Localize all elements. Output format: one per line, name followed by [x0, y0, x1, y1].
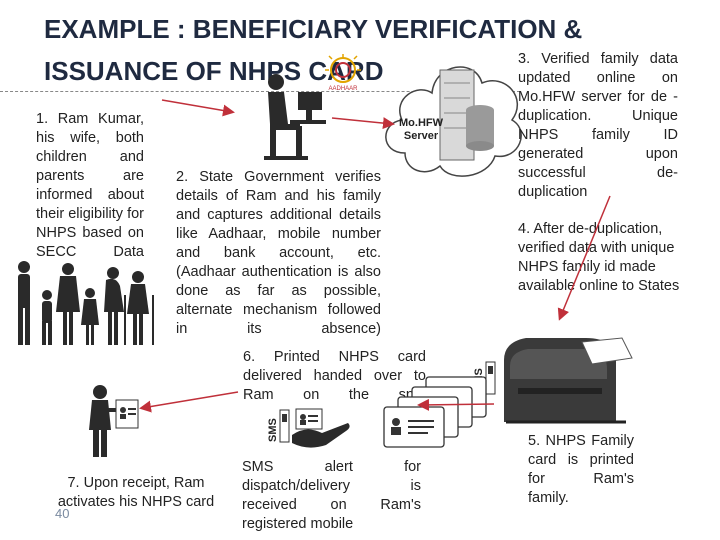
card-printer-icon — [504, 337, 633, 424]
aadhaar-label: AADHAAR — [328, 86, 358, 92]
arrow-cards-to-person — [139, 391, 239, 413]
hand-holding-card-icon — [292, 408, 350, 448]
sms-alert-text: SMS alert for dispatch/delivery is recei… — [242, 459, 421, 532]
step4-text: 4. After de-duplication, verified data w… — [518, 221, 680, 294]
step3-text: 3. Verified family data updated online o… — [518, 51, 678, 200]
arrow-printer-to-cards — [417, 398, 495, 411]
person-with-card-icon — [89, 385, 139, 457]
cloud-server-icon — [385, 66, 522, 177]
title-divider — [0, 91, 520, 92]
sms-phone-icon-middle: SMS — [267, 409, 290, 443]
step5-text: 5. NHPS Family card is printed for Ram's… — [528, 433, 634, 506]
step1-text: 1. Ram Kumar, his wife, both children an… — [36, 111, 144, 260]
page-number: 40 — [55, 506, 70, 521]
arrow-server-to-states — [557, 195, 611, 321]
nhps-cards-stack-icon — [383, 376, 487, 448]
arrow-family-to-state — [161, 99, 235, 117]
sms-label-middle: SMS — [267, 418, 279, 442]
server-label: Mo.HFW Server — [399, 117, 443, 142]
slide-title-line1: EXAMPLE : BENEFICIARY VERIFICATION & — [44, 14, 583, 44]
slide-title-line2: ISSUANCE OF NHPS CARD — [44, 56, 384, 86]
step7-text: 7. Upon receipt, Ram activates his NHPS … — [57, 475, 215, 510]
step2-text: 2. State Government verifies details of … — [176, 169, 381, 337]
step6-text: 6. Printed NHPS card delivered handed ov… — [243, 349, 426, 403]
arrow-state-to-server — [331, 117, 395, 130]
person-at-computer-icon — [264, 74, 326, 160]
family-icon — [18, 261, 154, 345]
aadhaar-logo-icon: AADHAAR — [325, 54, 361, 92]
